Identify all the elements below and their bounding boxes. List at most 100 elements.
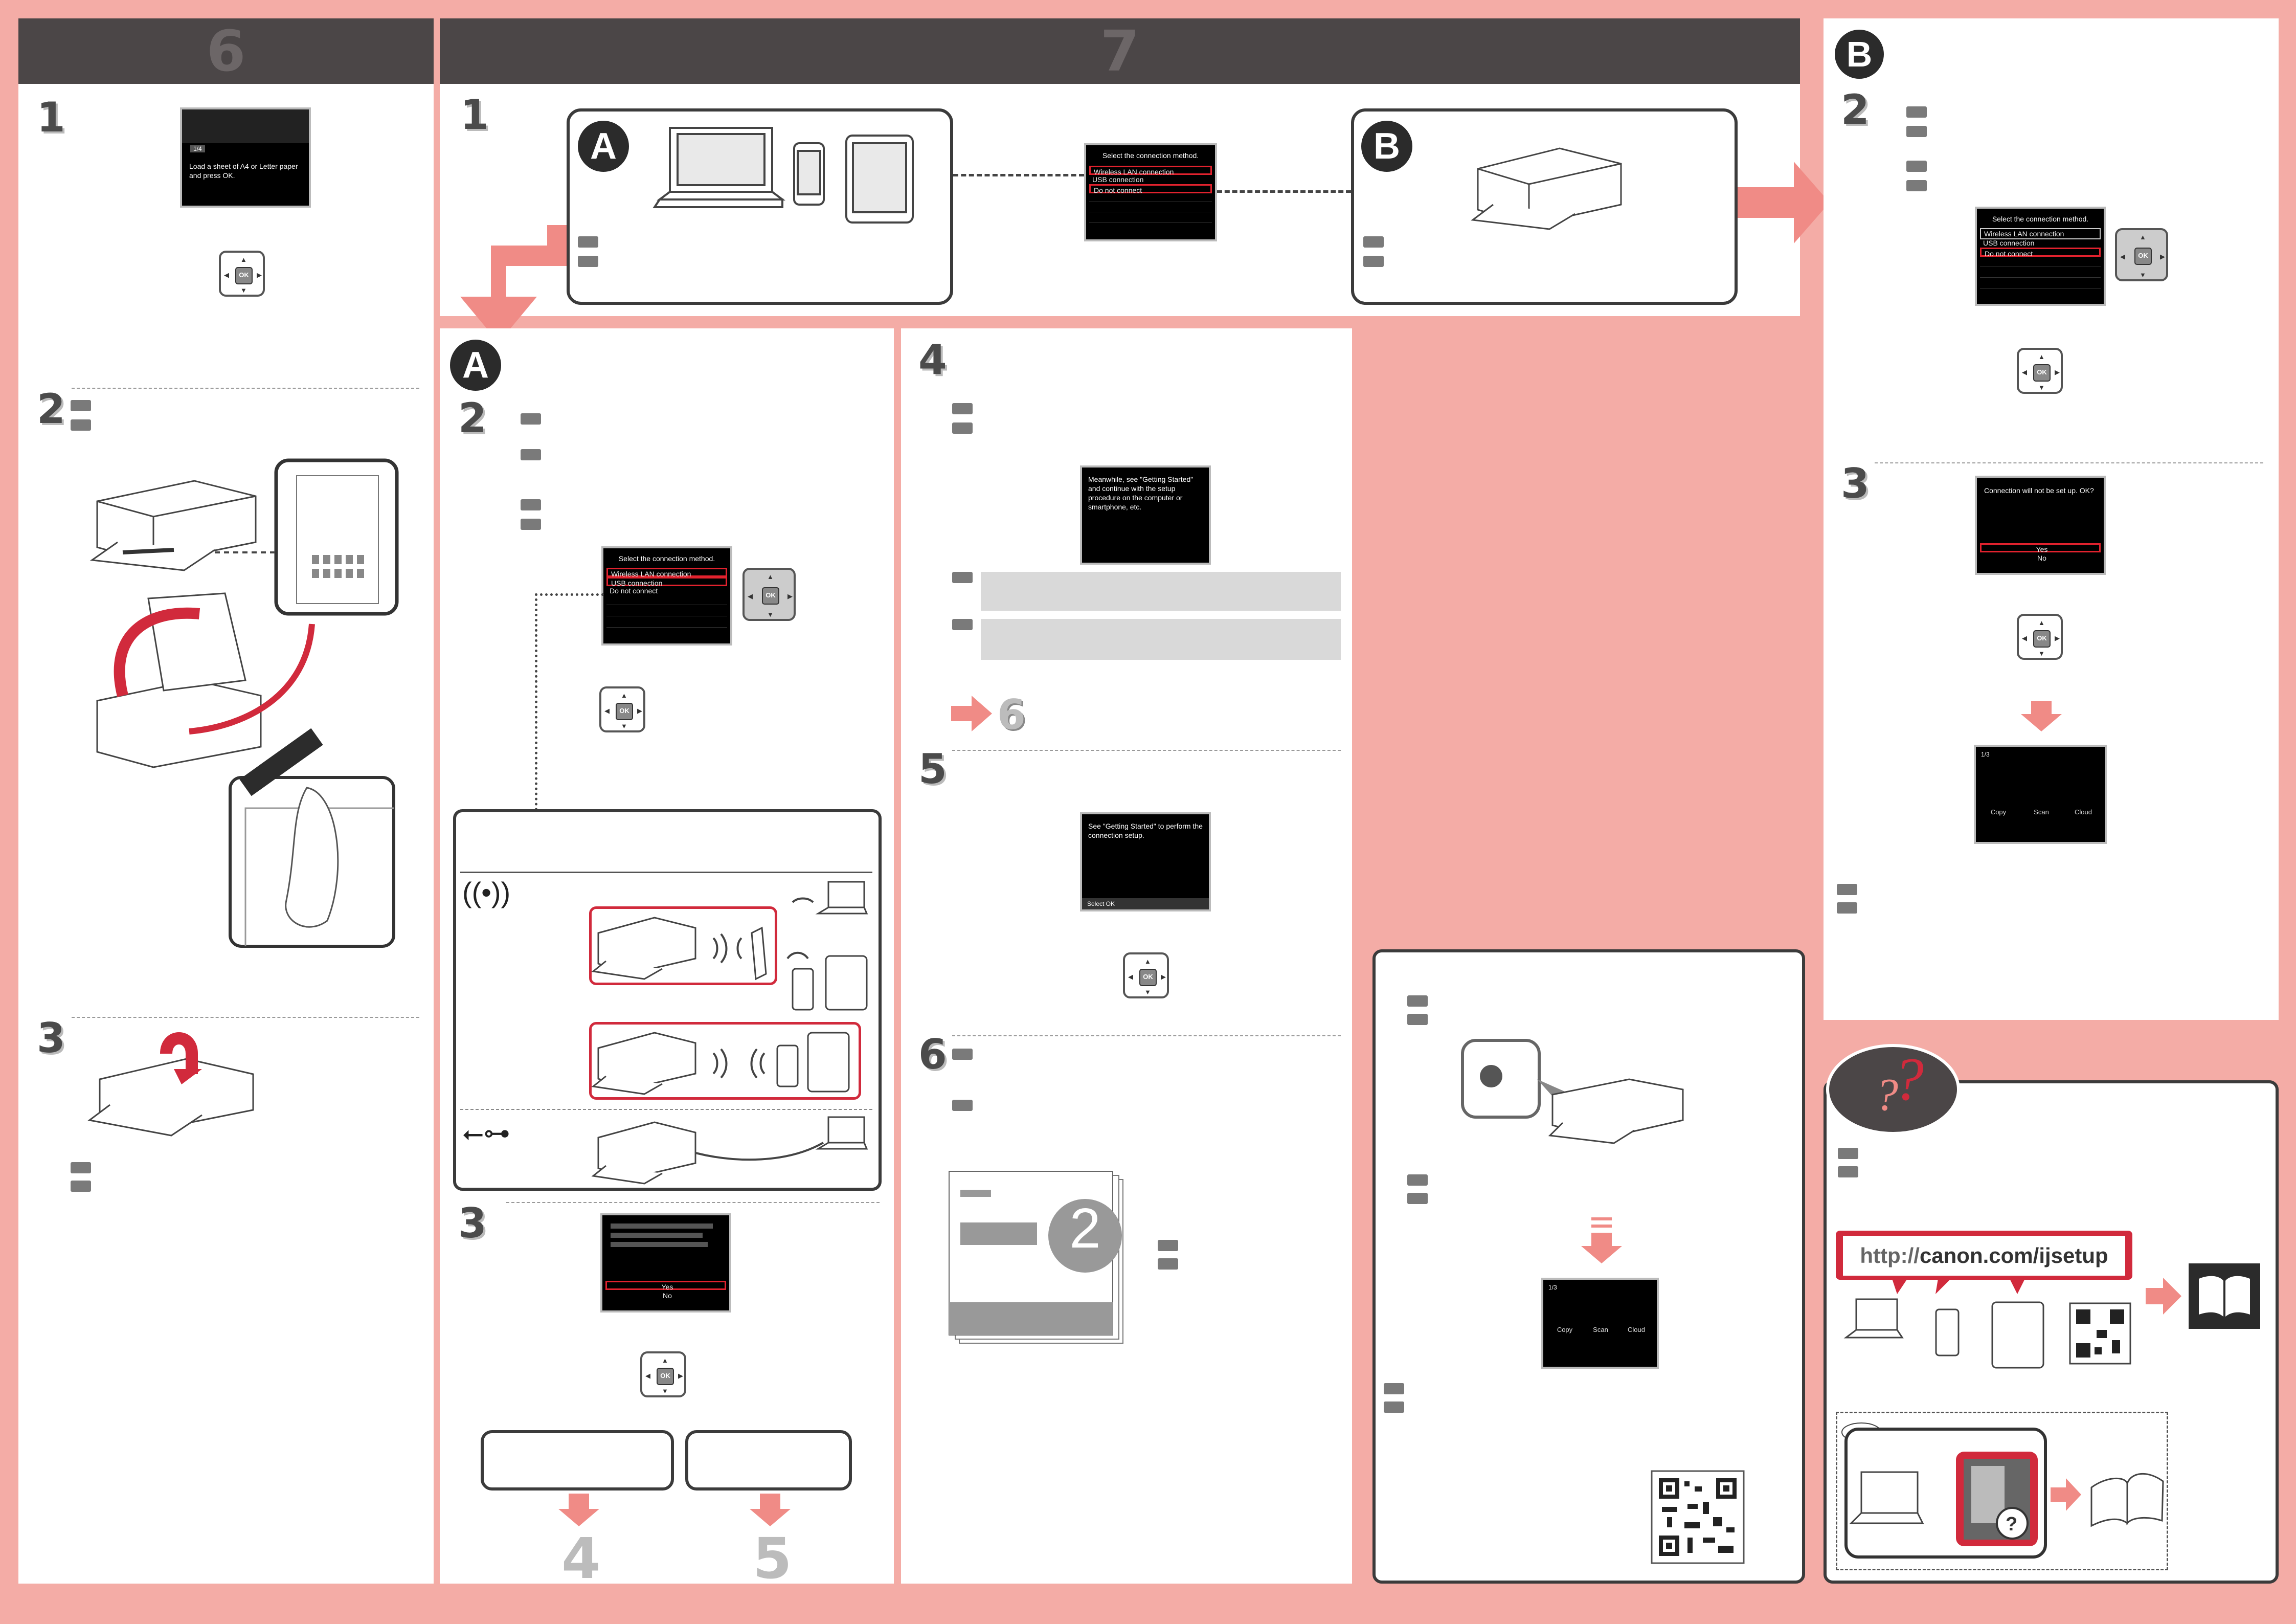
go-to-step-4: 4 [561,1526,601,1591]
divider [72,388,419,389]
ok-button[interactable]: OK [657,1368,674,1385]
ok-button-pad[interactable]: ▲▼ ◀▶ OK [599,686,645,732]
divider [506,1202,880,1203]
ok-button[interactable]: OK [2134,248,2152,265]
printer-home-button-illustration [1461,1039,1684,1144]
lang-tag-en [1384,1383,1404,1394]
ok-button-pad[interactable]: ▲▼ ◀▶ OK [2017,614,2063,660]
home-scan[interactable]: Scan [1593,1326,1608,1333]
ok-button-pad[interactable]: ▲▼ ◀▶ OK [2017,348,2063,394]
section-7-header: 7 [440,18,1800,84]
note-box-es [981,619,1341,660]
option-do-not-connect[interactable]: Do not connect [610,587,658,595]
lang-tag-es [71,1181,91,1192]
option-do-not-connect[interactable]: Do not connect [1089,184,1212,194]
option-usb[interactable]: USB connection [1983,239,2035,247]
home-scan[interactable]: Scan [2034,808,2049,816]
arrow-down-left [558,1494,599,1526]
section7-step1-number: 1 [460,91,489,139]
step5-number: 5 [918,745,947,793]
home-page-indicator: 1/3 [1981,751,1990,758]
ok-button[interactable]: OK [2033,364,2051,382]
wireless-icon: ((•)) [462,876,511,908]
lang-tag-es [1407,1014,1428,1025]
sectionA-step2-number: 2 [458,394,487,442]
lang-tag-en [952,1049,973,1060]
option-usb[interactable]: USB connection [1092,175,1144,184]
ok-button-pad[interactable]: ▲▼ ◀▶ OK [219,251,265,297]
setup-url-domain: canon.com/ijsetup [1919,1243,2108,1267]
home-page-indicator: 1/3 [1548,1284,1557,1291]
ok-button[interactable]: OK [235,267,253,284]
option-wireless-lan[interactable]: Wireless LAN connection [1980,228,2101,239]
arrow-pad[interactable]: ▲▼ ◀▶ OK [742,568,796,621]
ok-button[interactable]: OK [2033,630,2051,648]
badge-b-large: B [1835,30,1884,79]
divider [460,1109,872,1110]
lang-tag-es [1906,180,1927,191]
lcd-connection-title: Select the connection method. [618,554,715,563]
home-cloud[interactable]: Cloud [2075,808,2092,816]
ok-button[interactable]: OK [616,703,633,720]
lang-tag-es [1906,126,1927,137]
lang-tag-en [71,400,91,411]
connector-dotted [535,593,604,811]
arrow-to-section-b [1738,162,1830,243]
option-wireless-lan[interactable]: Wireless LAN connection [606,568,727,578]
sectionA-step3-number: 3 [458,1199,487,1247]
computer-smartphone-tablet-icons [652,127,914,224]
lang-tag-es [1363,256,1384,267]
lang-tag-en [1906,106,1927,118]
choice-box-left [481,1430,674,1490]
online-manual-box [1836,1412,2168,1570]
svg-text:?: ? [1893,1045,1924,1113]
lcd-home-screen-b: 1/3 Copy Scan Cloud [1974,745,2107,844]
arrow-down-b [2021,701,2062,731]
lcd-paper-counter: 1/4 [190,145,205,152]
option-no[interactable]: No [663,1292,672,1300]
step6-number: 6 [918,1031,947,1078]
arrow-to-section-a [460,225,567,343]
option-do-not-connect[interactable]: Do not connect [1980,248,2101,258]
lang-tag-es [521,519,541,530]
lcd-connection-title: Select the connection method. [1102,151,1199,160]
option-yes[interactable]: Yes [605,1281,726,1291]
home-copy[interactable]: Copy [1557,1326,1573,1333]
lang-tag-en [521,499,541,510]
option-no[interactable]: No [2037,554,2046,562]
connector-line-b [1217,190,1351,193]
lcd-getting-started: See "Getting Started" to perform the con… [1080,812,1211,911]
lang-tag-es [578,256,598,267]
divider [460,872,872,873]
lcd-paper-text: Load a sheet of A4 or Letter paper and p… [189,162,298,180]
lang-tag-en [1906,161,1927,172]
option-yes[interactable]: Yes [1980,543,2101,553]
option-wireless-lan[interactable]: Wireless LAN connection [1089,166,1212,176]
lcd-home-screen: 1/3 Copy Scan Cloud [1541,1278,1659,1369]
devices-and-qr-illustration [1843,1279,2131,1369]
printer-close-cover-illustration [87,1032,254,1137]
svg-text:?: ? [2006,1514,2017,1535]
note-box-en [981,572,1341,611]
arrow-right-to-6 [951,696,992,731]
option-usb[interactable]: USB connection [606,577,727,587]
section6-step3-number: 3 [37,1014,65,1062]
arrow-pad[interactable]: ▲▼ ◀▶ OK [2115,228,2168,281]
ok-button[interactable]: OK [1139,969,1157,986]
ok-button-pad[interactable]: ▲▼ ◀▶ OK [640,1351,686,1397]
connector-line-a [953,174,1084,176]
wireless-connection-illustrations [591,881,868,1185]
lang-tag-es [1158,1258,1178,1270]
sectionB-step2-number: 2 [1841,86,1870,134]
ok-button-pad[interactable]: ▲▼ ◀▶ OK [1123,952,1169,998]
badge-b: B [1361,121,1412,172]
lang-tag-en [578,236,598,248]
booklet-number: 2 [1069,1197,1101,1260]
setup-url-prefix: http:// [1860,1243,1920,1267]
home-cloud[interactable]: Cloud [1628,1326,1645,1333]
home-copy[interactable]: Copy [1990,808,2007,816]
lang-tag-es [521,449,541,460]
divider [1875,462,2263,463]
ok-button[interactable]: OK [762,587,779,605]
setup-url[interactable]: http://canon.com/ijsetup [1843,1236,2125,1276]
